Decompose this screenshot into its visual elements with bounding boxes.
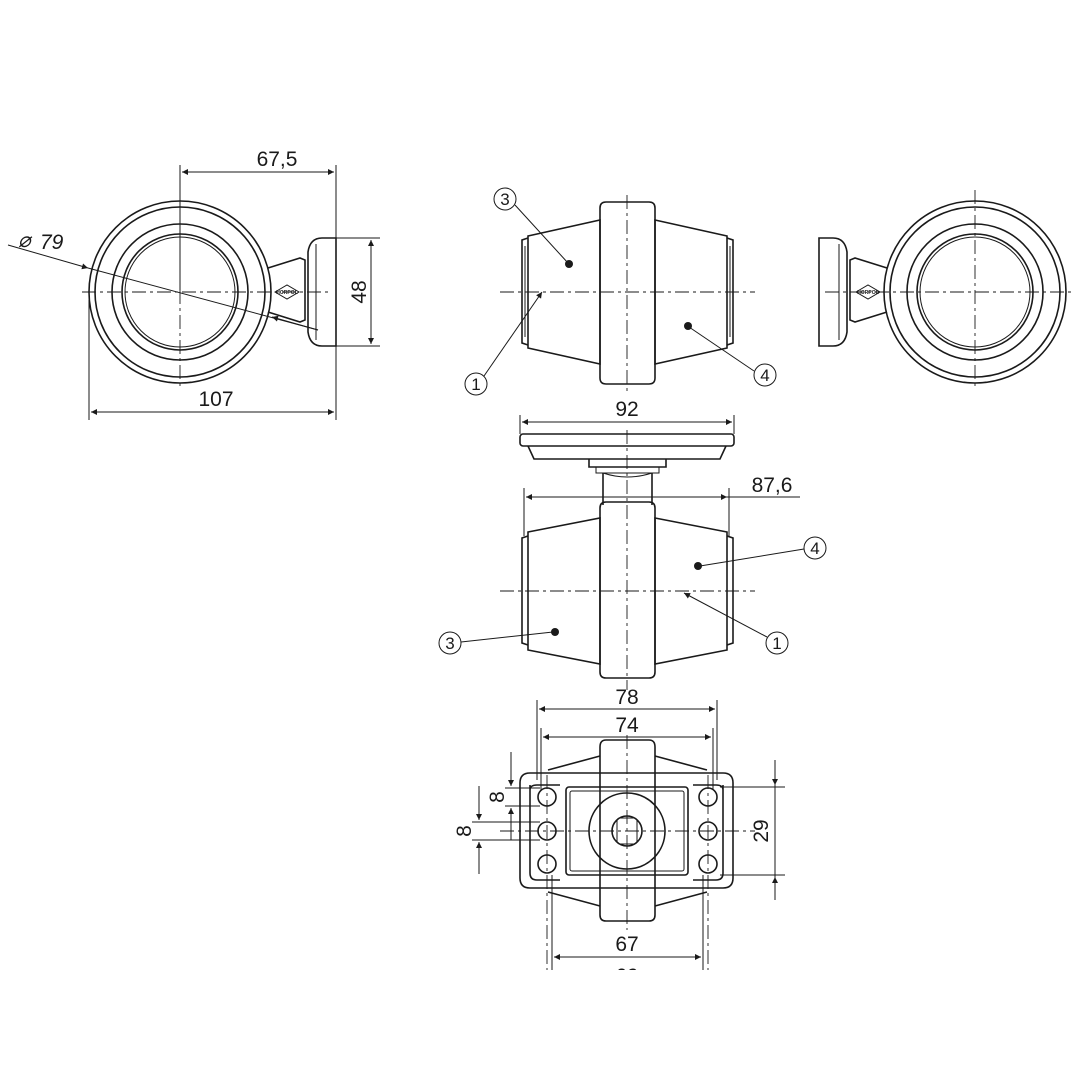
dim-107: 107 bbox=[198, 388, 233, 411]
dim-69-group: 69 bbox=[615, 965, 638, 988]
callout-top-4: 4 bbox=[760, 366, 769, 385]
left-view-dimensions: 67,5 48 107 ⌀ 79 bbox=[7, 148, 380, 420]
logo-text: HORPOL bbox=[276, 290, 297, 296]
dim-78: 78 bbox=[615, 686, 638, 709]
callout-top-1: 1 bbox=[471, 375, 480, 394]
left-side-view: HORPOL bbox=[82, 190, 337, 390]
callout-mid-1: 1 bbox=[772, 634, 781, 653]
dim-69: 69 bbox=[615, 965, 638, 988]
dim-67-5: 67,5 bbox=[257, 148, 298, 171]
dim-48: 48 bbox=[348, 280, 371, 303]
dim-29: 29 bbox=[750, 819, 773, 842]
dim-67: 67 bbox=[615, 933, 638, 956]
logo-text-right: HORPOL bbox=[857, 290, 878, 296]
right-side-view: HORPOL bbox=[818, 190, 1075, 390]
dim-8-lower: 8 bbox=[453, 825, 476, 837]
plan-view bbox=[500, 430, 755, 690]
logo-diamond bbox=[274, 284, 300, 300]
dim-dia-79: 79 bbox=[40, 231, 64, 254]
top-view-callouts: 3 1 4 bbox=[464, 187, 777, 396]
dim-8-upper: 8 bbox=[486, 791, 509, 803]
plan-view-dimensions: 92 87,6 bbox=[519, 398, 800, 536]
dim-87-6: 87,6 bbox=[752, 474, 793, 497]
bottom-view bbox=[500, 735, 755, 970]
dim-diameter-symbol: ⌀ bbox=[18, 229, 33, 252]
bottom-view-dimensions: 78 74 29 8 8 67 bbox=[453, 686, 785, 970]
dim-92: 92 bbox=[615, 398, 638, 421]
top-front-view bbox=[500, 195, 755, 395]
callout-mid-4: 4 bbox=[810, 539, 819, 558]
plan-view-callouts: 4 3 1 bbox=[438, 536, 827, 655]
callout-top-3: 3 bbox=[500, 190, 509, 209]
callout-mid-3: 3 bbox=[445, 634, 454, 653]
dim-74: 74 bbox=[615, 714, 639, 737]
